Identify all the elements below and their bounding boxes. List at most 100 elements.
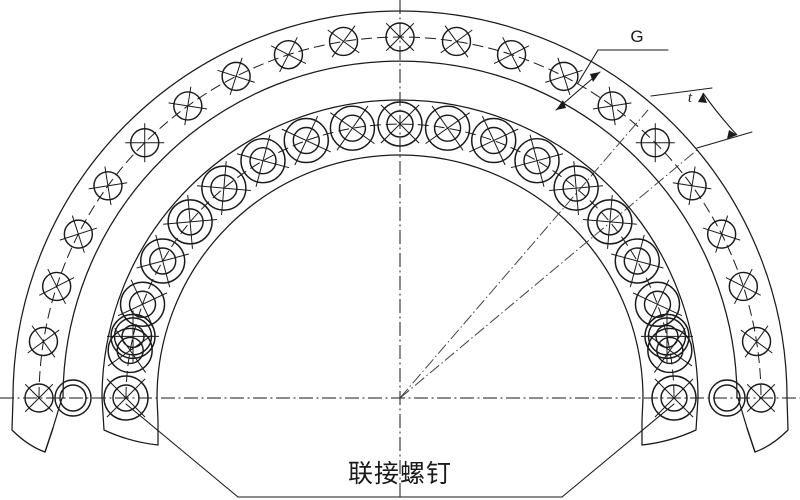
counterbore-outer-circle	[424, 105, 471, 151]
g-arrow-head-upper	[590, 72, 600, 82]
screw-callout-label: 联接螺钉	[348, 459, 452, 488]
outer-hole-cross-tangential	[545, 69, 583, 83]
inner-counterbore-hole	[377, 101, 423, 147]
connecting-screw-array	[54, 310, 746, 417]
inner-counterbore-hole	[136, 234, 189, 288]
sector-construction-group	[399, 109, 698, 399]
inner-hole-cross-tangential	[654, 378, 694, 418]
counterbore-outer-circle	[634, 281, 681, 328]
outer-hole-circle	[549, 61, 579, 92]
inner-hole-cross-tangential	[114, 328, 147, 373]
outer-hole-circle	[221, 61, 251, 92]
counterbore-outer-circle	[514, 137, 560, 184]
inner-counterbore-hole	[469, 115, 519, 166]
connecting-screw	[640, 310, 693, 363]
sector-line-a	[399, 149, 698, 399]
inner-hole-cross-tangential	[611, 253, 664, 269]
outer-hole	[725, 268, 761, 305]
outer-hole-circle	[273, 39, 304, 70]
outer-hole-circle	[741, 326, 772, 357]
outer-hole-cross-tangential	[229, 57, 243, 96]
counterbore-outer-circle	[107, 327, 153, 374]
outer-hole	[39, 268, 75, 305]
outer-hole	[635, 123, 675, 163]
inner-counterbore-hole	[236, 134, 290, 187]
outer-ring-inner-arc	[62, 60, 738, 399]
counterbore-outer-circle	[614, 238, 661, 284]
right-inner-flank	[641, 397, 699, 446]
outer-hole-cross-tangential	[592, 102, 632, 110]
end-hole-outer	[708, 379, 746, 417]
inner-bolt-circle	[125, 123, 675, 399]
outer-hole-cross-tangential	[31, 325, 56, 358]
outer-hole-cross-tangential	[385, 22, 415, 52]
inner-counterbore-hole	[549, 161, 604, 216]
inner-hole-cross-tangential	[380, 104, 420, 144]
inner-hole-cross-tangential	[469, 128, 519, 153]
t-extension-lower	[696, 131, 753, 149]
inner-hole-cross-tangential	[221, 161, 227, 216]
counterbore-outer-circle	[201, 165, 247, 211]
inner-ring-inner-arc	[156, 154, 644, 399]
outer-hole-circle	[728, 271, 759, 302]
end-hole	[54, 379, 92, 417]
counterbore-inner-circle	[249, 146, 277, 175]
counterbore-inner-circle	[292, 126, 321, 155]
outer-hole	[385, 22, 415, 52]
inner-counterbore-hole	[424, 105, 471, 151]
outer-hole-circle	[28, 326, 59, 357]
outer-hole-cross-tangential	[71, 215, 85, 253]
screw-leader-left	[125, 403, 239, 498]
counterbore-outer-circle	[377, 101, 423, 147]
outer-hole	[493, 37, 530, 73]
inner-counterbore-hole	[117, 279, 168, 329]
counterbore-inner-circle	[112, 384, 140, 412]
inner-counterbore-hole	[611, 234, 664, 288]
sector-line-b	[399, 109, 649, 399]
counterbore-inner-circle	[386, 110, 414, 138]
outer-hole	[740, 325, 773, 358]
left-inner-flank	[101, 397, 159, 446]
counterbore-inner-circle	[523, 146, 551, 175]
outer-hole-cross-tangential	[440, 29, 473, 54]
inner-hole-cross-tangential	[130, 279, 155, 329]
inner-hole-cross-tangential	[336, 105, 369, 151]
inner-ring-hole-array	[103, 101, 697, 421]
outer-hole-circle	[63, 219, 94, 249]
inner-hole-cross-tangential	[294, 115, 319, 166]
outer-hole-cross-tangential	[746, 383, 776, 413]
inner-counterbore-hole	[163, 194, 218, 249]
inner-counterbore-hole	[281, 115, 331, 166]
inner-counterbore-hole	[103, 375, 149, 421]
outer-hole-circle	[706, 219, 737, 249]
outer-hole-cross-tangential	[24, 383, 54, 413]
counterbore-outer-circle	[240, 137, 286, 184]
counterbore-inner-circle	[562, 174, 590, 202]
t-extension-upper	[650, 87, 713, 97]
outer-hole-circle	[496, 39, 527, 70]
g-leader-line	[577, 49, 599, 84]
outer-hole-circle	[93, 171, 123, 201]
outer-hole	[440, 25, 473, 58]
counterbore-outer-circle	[587, 199, 633, 245]
g-arrow-head-lower	[556, 100, 566, 110]
screw-leader-right	[561, 403, 675, 498]
inner-hole-cross-tangential	[582, 219, 637, 225]
left-outer-flank	[11, 397, 63, 453]
inner-counterbore-hole	[510, 134, 564, 187]
counterbore-inner-circle	[176, 208, 204, 236]
inner-hole-cross-tangential	[425, 112, 470, 145]
outer-hole-cross-tangential	[493, 45, 530, 64]
counterbore-inner-circle	[128, 290, 157, 319]
counterbore-outer-circle	[651, 375, 697, 421]
outer-hole-circle	[746, 383, 776, 413]
counterbore-outer-circle	[647, 327, 693, 374]
outer-hole	[168, 86, 208, 126]
outer-hole	[746, 383, 776, 413]
gear-callout-group: G	[555, 27, 669, 111]
outer-ring-hole-array	[24, 22, 776, 413]
counterbore-outer-circle	[553, 165, 599, 211]
outer-hole	[59, 215, 98, 253]
counterbore-inner-circle	[479, 126, 508, 155]
